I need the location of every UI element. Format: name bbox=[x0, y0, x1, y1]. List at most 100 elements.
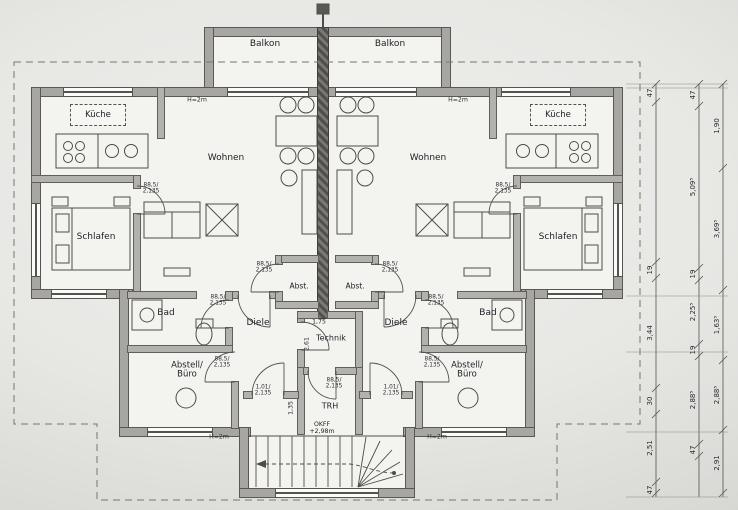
wall-segment bbox=[406, 428, 414, 497]
window bbox=[228, 88, 308, 96]
kitchen-counter-right bbox=[505, 133, 599, 169]
okff-line1: OKFF bbox=[313, 421, 331, 429]
room-label-abstell-buero: Abstell/ Büro bbox=[451, 361, 483, 381]
partition-wall bbox=[336, 302, 378, 308]
partition-wall bbox=[336, 368, 356, 374]
room-label-abst: Abst. bbox=[345, 281, 365, 291]
sofa-right bbox=[453, 201, 511, 239]
dimension-label: 5,09⁵ bbox=[689, 177, 697, 197]
kitchen-label-box: Küche bbox=[530, 104, 586, 126]
window bbox=[276, 489, 378, 497]
door-size-annotation: 88,5/2,135 bbox=[255, 261, 273, 274]
wall-segment bbox=[526, 290, 534, 436]
room-label-technik: Technik bbox=[316, 333, 346, 343]
partition-wall bbox=[276, 302, 318, 308]
bed-left bbox=[51, 196, 131, 271]
partition-wall bbox=[360, 392, 370, 398]
partition-wall bbox=[228, 292, 238, 298]
height-annotation: H=2m bbox=[187, 96, 207, 104]
partition-wall bbox=[134, 214, 140, 298]
wall-segment bbox=[614, 88, 622, 298]
room-label-wohnen: Wohnen bbox=[409, 153, 447, 163]
partition-wall bbox=[356, 368, 362, 434]
partition-wall bbox=[376, 292, 384, 298]
dimension-label: 2,88⁵ bbox=[689, 390, 697, 410]
dining-set-left bbox=[275, 96, 318, 235]
dimension-label: 2,88⁵ bbox=[713, 385, 721, 405]
wall-segment bbox=[32, 88, 40, 298]
door-size-annotation: 88,5/2,135 bbox=[423, 356, 441, 369]
room-label-balkon: Balkon bbox=[249, 39, 281, 49]
room-label-schlafen: Schlafen bbox=[536, 232, 580, 242]
partition-wall bbox=[32, 176, 138, 182]
window bbox=[32, 204, 40, 276]
height-annotation: H=2m bbox=[448, 96, 468, 104]
partition-wall bbox=[128, 346, 232, 352]
abstell-line2: Büro bbox=[457, 370, 477, 380]
staircase bbox=[248, 435, 406, 488]
partition-wall bbox=[356, 312, 362, 368]
partition-wall bbox=[298, 312, 318, 318]
abstell-line1: Abstell/ bbox=[171, 360, 203, 371]
room-label-kueche: Küche bbox=[545, 110, 571, 120]
floor-area bbox=[124, 294, 248, 434]
partition-wall bbox=[422, 292, 428, 300]
door-size-annotation: 88,5/2,135 bbox=[325, 377, 343, 390]
dimension-lines bbox=[626, 79, 728, 498]
window bbox=[548, 290, 602, 298]
kitchen-counter-left bbox=[55, 133, 149, 169]
dimension-label: 47 bbox=[689, 445, 697, 455]
room-label-abst: Abst. bbox=[289, 281, 309, 291]
dimension-label: 3,69⁵ bbox=[713, 219, 721, 239]
partition-wall bbox=[514, 176, 520, 188]
okff-line2: +2,98m bbox=[309, 428, 335, 435]
radiator-left bbox=[163, 267, 191, 277]
partition-wall bbox=[372, 292, 378, 308]
wall-segment bbox=[240, 428, 248, 497]
door-size-annotation: 88,5/2,135 bbox=[213, 356, 231, 369]
floor-area bbox=[406, 294, 531, 434]
door-size-annotation: 88,5/2,135 bbox=[494, 182, 512, 195]
partition-wall bbox=[158, 88, 164, 138]
dimension-label: 1,90 bbox=[713, 118, 721, 134]
room-label-diele: Diele bbox=[384, 318, 408, 328]
dimension-label: 19 bbox=[689, 345, 697, 355]
partition-wall bbox=[134, 176, 140, 188]
height-annotation: H=2m bbox=[427, 433, 447, 441]
section-marker bbox=[316, 3, 330, 28]
partition-wall bbox=[416, 292, 426, 298]
window bbox=[64, 88, 132, 96]
property-dashed-line bbox=[13, 61, 641, 501]
partition-wall bbox=[282, 256, 318, 262]
window bbox=[336, 88, 416, 96]
window bbox=[614, 204, 622, 276]
kitchen-label-box: Küche bbox=[70, 104, 126, 126]
partition-wall bbox=[372, 256, 378, 264]
partition-wall bbox=[516, 176, 622, 182]
wall-segment bbox=[442, 28, 450, 88]
abstell-line2: Büro bbox=[177, 370, 197, 380]
dimension-label: 3,44 bbox=[646, 325, 654, 341]
door-size-annotation: 88,5/2,135 bbox=[209, 294, 227, 307]
room-label-bad: Bad bbox=[479, 308, 497, 318]
door-size-annotation: 1,01/2,135 bbox=[254, 384, 272, 397]
partition-wall bbox=[276, 256, 282, 264]
partition-wall bbox=[226, 328, 232, 352]
partition-wall bbox=[270, 292, 278, 298]
door-swings bbox=[136, 185, 518, 400]
partition-wall bbox=[226, 292, 232, 300]
bed-right bbox=[523, 196, 603, 271]
dimension-label: 2,51 bbox=[646, 440, 654, 456]
room-label-kueche: Küche bbox=[85, 110, 111, 120]
dimension-label: 2,61 bbox=[303, 337, 311, 351]
partition-wall bbox=[244, 392, 252, 398]
partition-wall bbox=[328, 312, 362, 318]
room-label-diele: Diele bbox=[246, 318, 270, 328]
dimension-label: 19 bbox=[646, 265, 654, 275]
room-label-wohnen: Wohnen bbox=[207, 153, 245, 163]
dimension-label: 2,91 bbox=[713, 455, 721, 471]
room-label-balkon: Balkon bbox=[374, 39, 406, 49]
sofa-left bbox=[143, 201, 201, 239]
